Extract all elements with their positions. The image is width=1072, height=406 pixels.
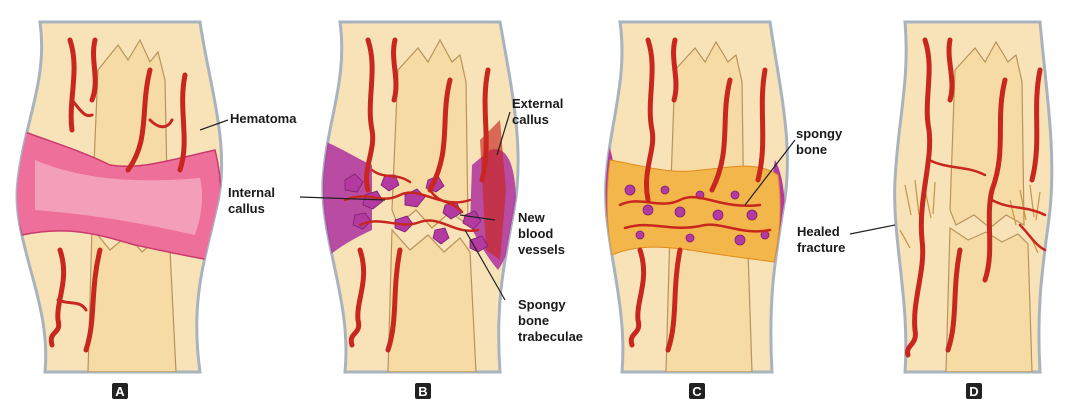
label-spongy-bone: spongy bone [796, 126, 846, 157]
panel-a [13, 22, 221, 372]
bone-upper-fragment [392, 40, 468, 228]
bone-upper-fragment [950, 42, 1024, 228]
label-new-blood-vessels: New blood vessels [518, 210, 565, 257]
panel-b [317, 22, 519, 372]
svg-text:A: A [115, 384, 125, 399]
svg-text:C: C [692, 384, 702, 399]
label-spongy-bone-trabeculae: Spongy bone trabeculae [518, 297, 583, 344]
label-external-callus: External callus [512, 96, 567, 127]
svg-text:B: B [418, 384, 427, 399]
label-internal-callus: Internal callus [228, 185, 279, 216]
badge-c: C [689, 383, 705, 399]
badge-d: D [966, 383, 982, 399]
badge-a: A [112, 383, 128, 399]
label-hematoma: Hematoma [230, 111, 297, 126]
panel-d [895, 22, 1052, 372]
label-healed-fracture: Healed fracture [797, 224, 845, 255]
svg-text:D: D [969, 384, 978, 399]
panel-c [602, 22, 788, 372]
badge-b: B [415, 383, 431, 399]
leader-lines [200, 112, 895, 300]
